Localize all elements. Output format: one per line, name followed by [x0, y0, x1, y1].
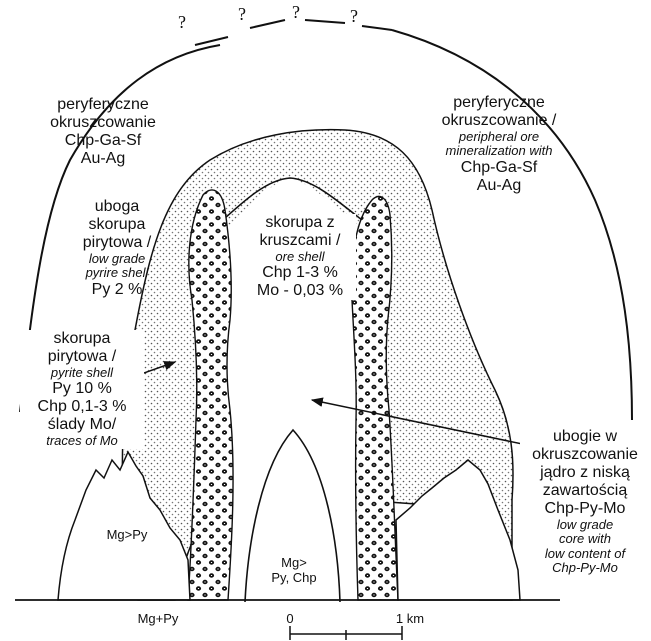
label-mg-py-chp: Mg> Py, Chp — [258, 556, 330, 585]
question-mark: ? — [350, 6, 358, 27]
label-ore-shell: skorupa z kruszcami / ore shell Chp 1-3 … — [244, 214, 356, 300]
label-low-grade-pyrite-shell: uboga skorupa pirytowa / low grade pyrir… — [62, 198, 172, 299]
outer-boundary-dashed — [195, 20, 392, 45]
scale-label-end: 1 km — [385, 612, 435, 627]
label-pyrite-shell: skorupa pirytowa / pyrite shell Py 10 % … — [20, 330, 144, 449]
scale-label-start: 0 — [280, 612, 300, 627]
question-mark: ? — [238, 4, 246, 25]
label-peripheral-right: peryferyczne okruszcowanie / peripheral … — [404, 94, 594, 195]
label-peripheral-left: peryferyczne okruszcowanie Chp-Ga-Sf Au-… — [28, 96, 178, 168]
question-mark: ? — [178, 12, 186, 33]
label-core: ubogie w okruszcowanie jądro z niską zaw… — [520, 428, 650, 576]
label-mg-plus-py: Mg+Py — [118, 612, 198, 627]
scale-bar — [290, 626, 402, 640]
question-mark: ? — [292, 2, 300, 23]
label-mg-py: Mg>Py — [92, 528, 162, 543]
